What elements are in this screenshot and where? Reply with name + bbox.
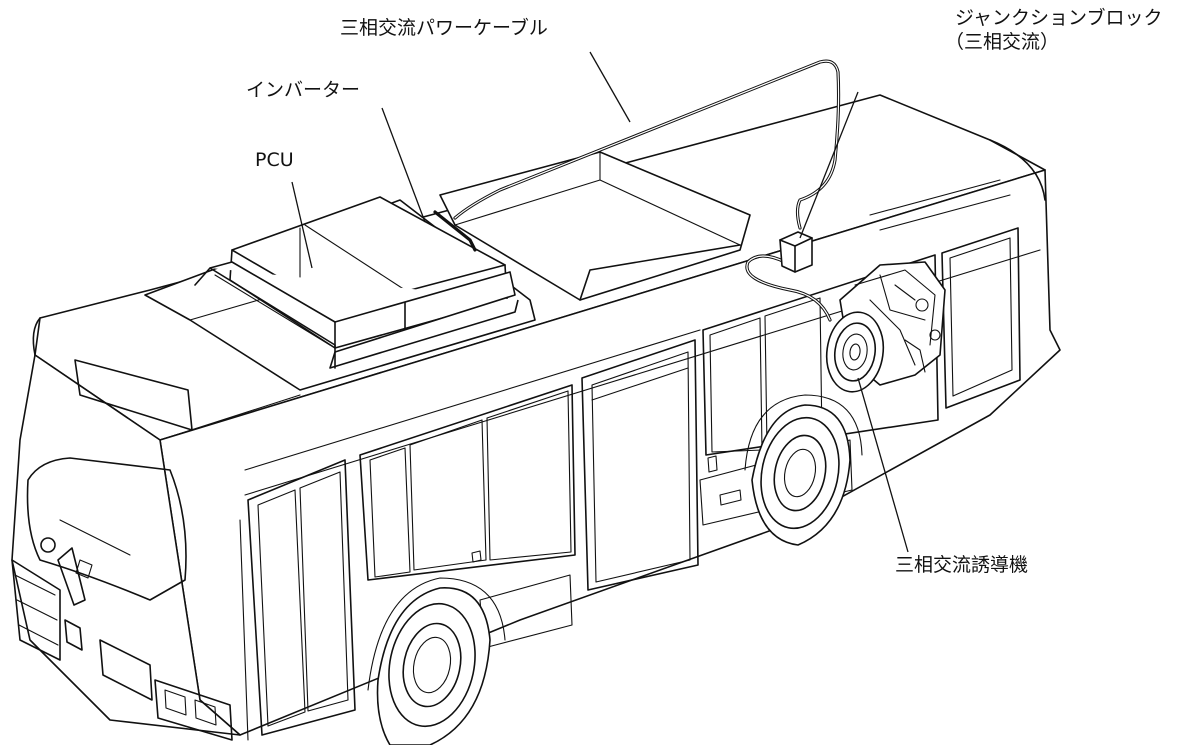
rear-wheel	[751, 404, 851, 546]
label-junction-block: ジャンクションブロック	[955, 7, 1163, 29]
leader-motor	[857, 377, 909, 553]
leader-junction	[799, 91, 859, 239]
label-power-cable: 三相交流パワーケーブル	[340, 17, 548, 39]
leader-pcu	[291, 181, 313, 269]
label-induction-motor: 三相交流誘導機	[895, 554, 1029, 576]
roof-equipment	[144, 151, 751, 391]
label-pcu: PCU	[255, 149, 294, 171]
label-inverter: インバーター	[246, 79, 361, 101]
induction-motor	[825, 261, 946, 393]
label-junction-block-sub: （三相交流）	[945, 31, 1060, 53]
front-wheel	[376, 587, 491, 745]
junction-block	[779, 231, 813, 273]
power-cable	[433, 59, 841, 322]
leader-inverter	[381, 107, 426, 223]
leader-cable	[589, 51, 631, 123]
leader-lines	[291, 51, 909, 553]
